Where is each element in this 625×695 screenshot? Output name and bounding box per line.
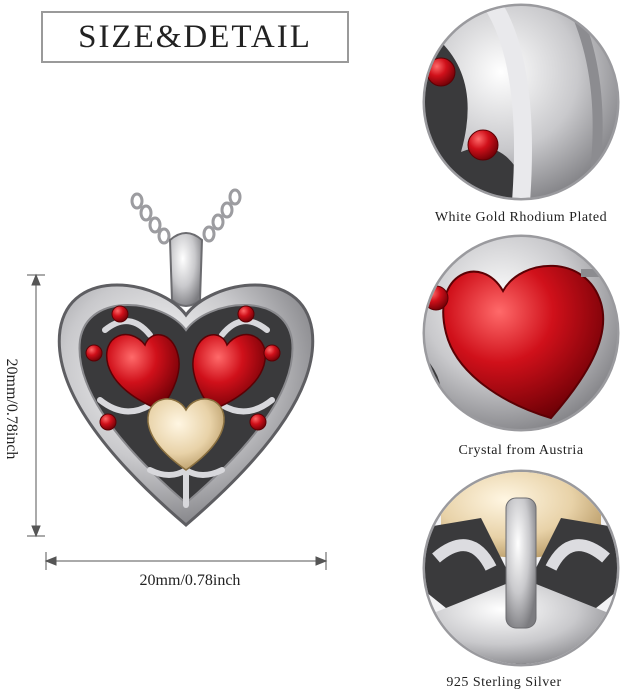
pendant-bail	[168, 232, 204, 307]
detail-caption-crystal: Crystal from Austria	[458, 443, 584, 458]
height-dimension-label: 20mm/0.78inch	[3, 358, 20, 460]
page-title: SIZE&DETAIL	[41, 11, 349, 63]
detail-circle-plating	[421, 2, 621, 202]
necklace-chain	[130, 188, 242, 245]
detail-caption-plating: White Gold Rhodium Plated	[434, 210, 608, 225]
detail-circle-silver	[421, 468, 621, 668]
width-dimension-label: 20mm/0.78inch	[139, 572, 241, 589]
detail-caption-silver: 925 Sterling Silver	[446, 675, 562, 690]
width-dimension-line	[44, 552, 328, 570]
height-dimension-line	[27, 273, 45, 538]
detail-circle-crystal	[421, 233, 621, 433]
